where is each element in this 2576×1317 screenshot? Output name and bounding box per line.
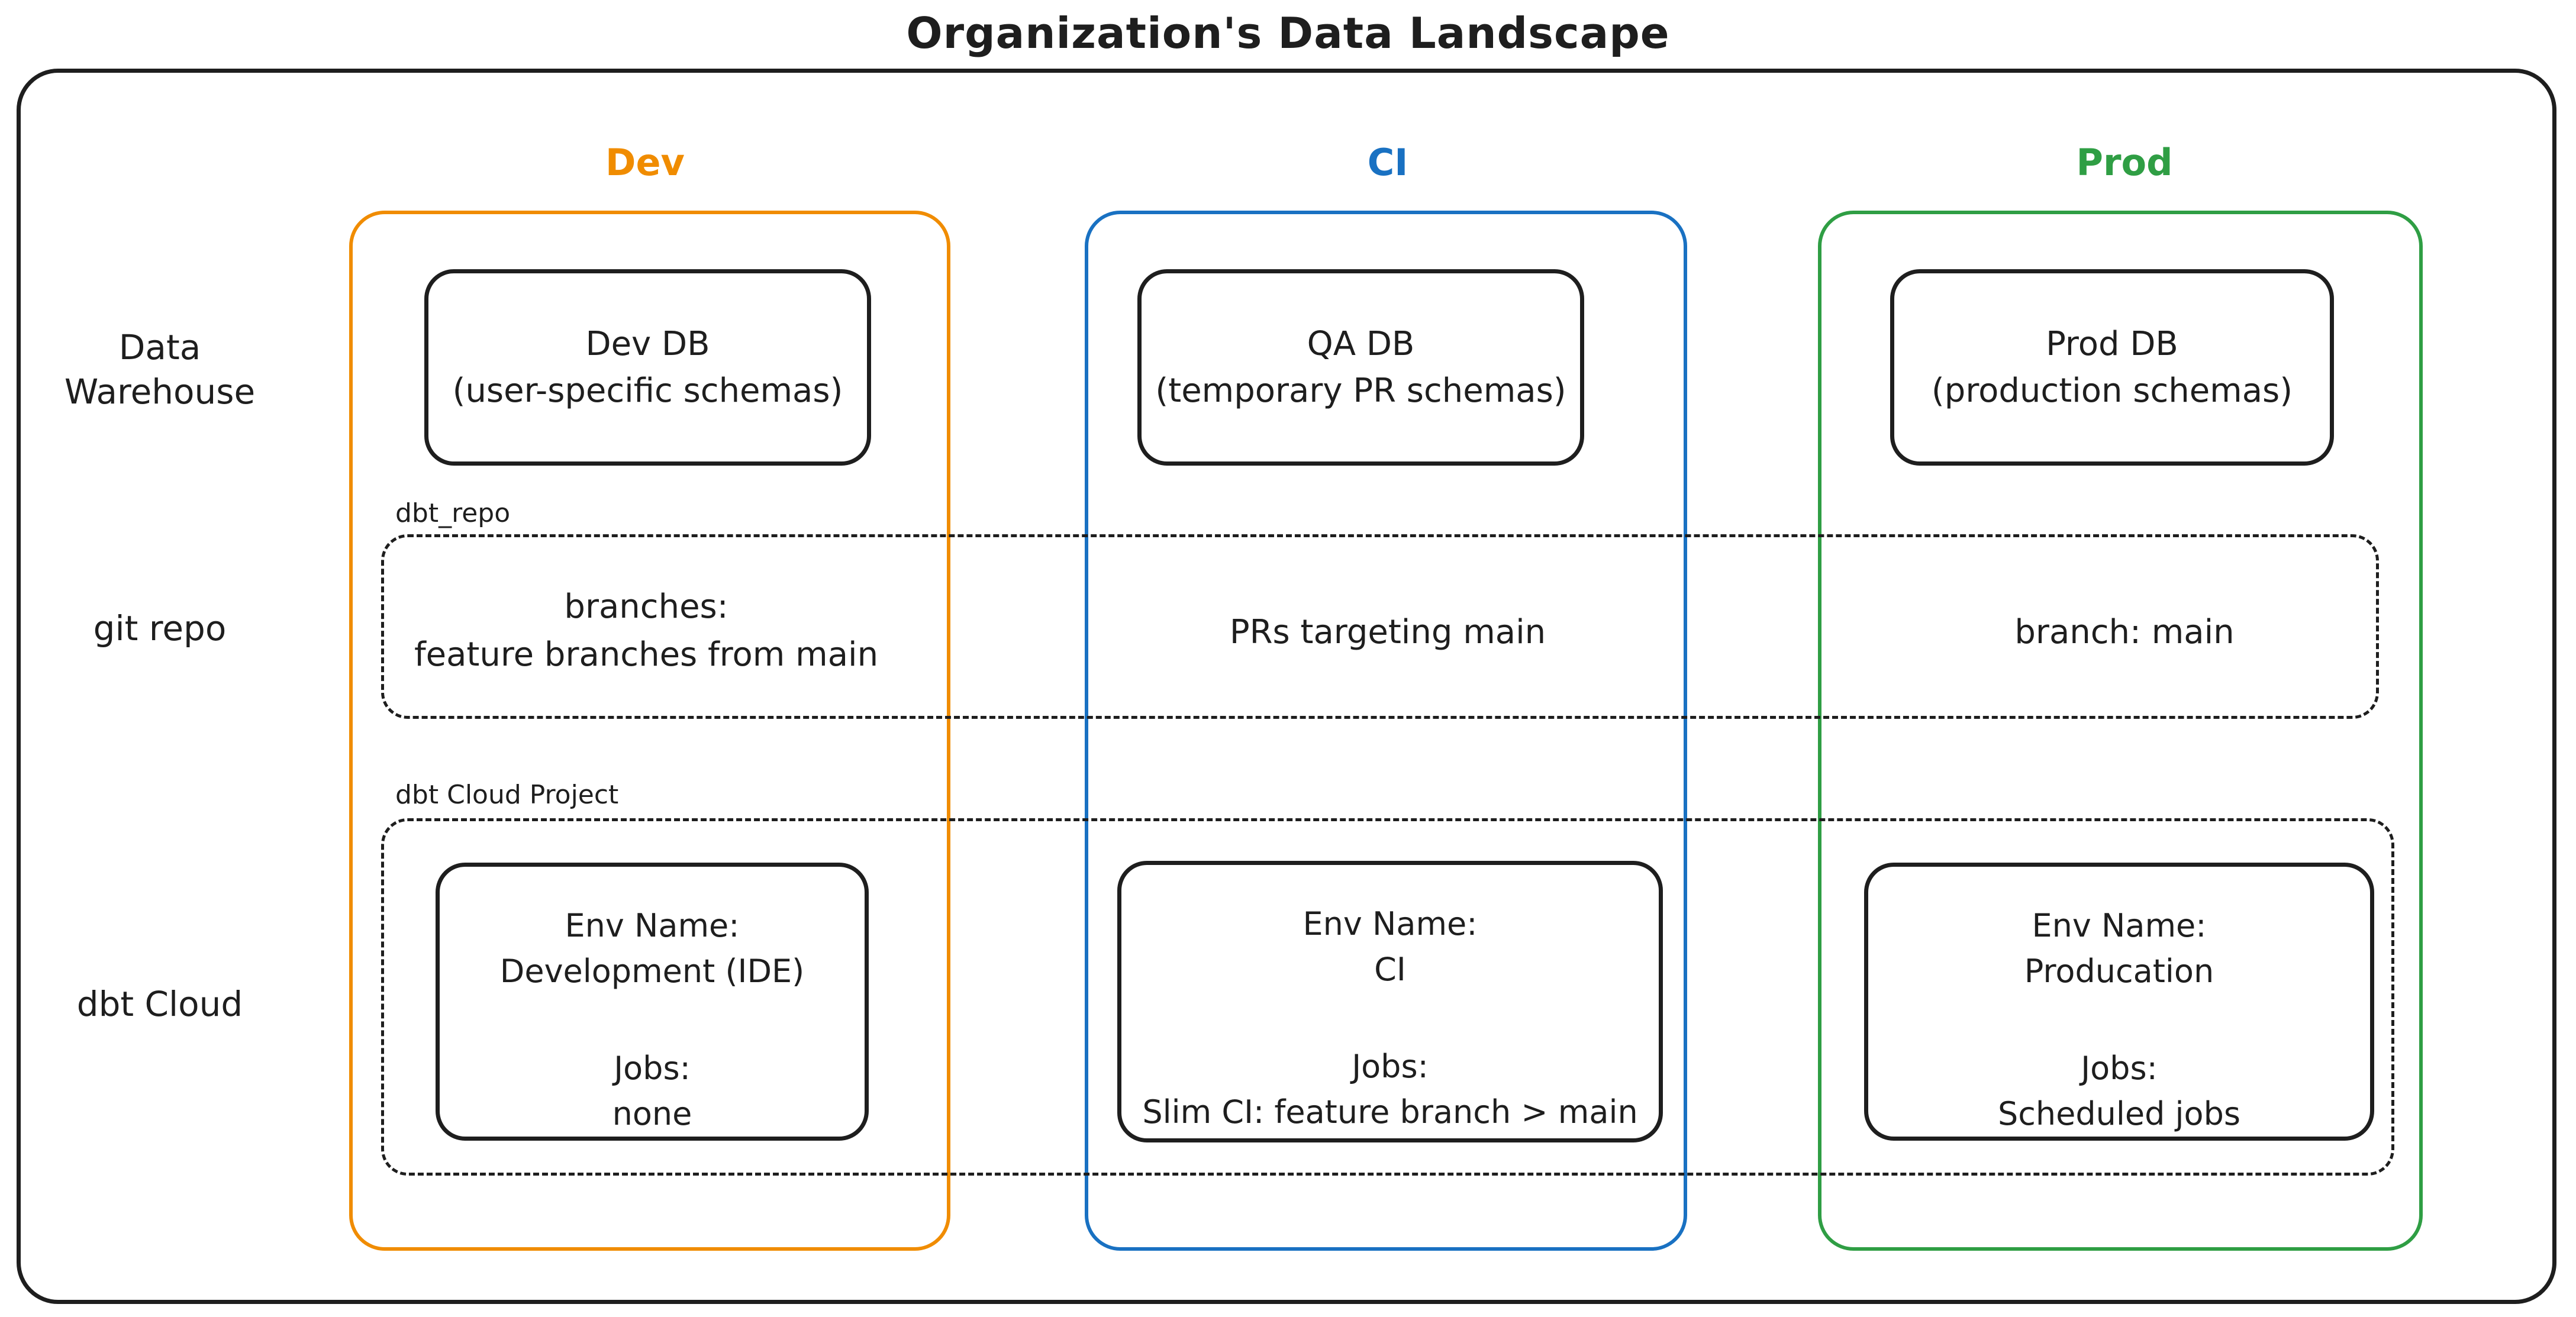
prod-env-name-label: Env Name: xyxy=(2032,907,2207,944)
diagram-title: Organization's Data Landscape xyxy=(906,8,1670,58)
column-header-prod: Prod xyxy=(2076,141,2173,184)
dev-env-name-label: Env Name: xyxy=(565,907,740,944)
prod-db-box: Prod DB (production schemas) xyxy=(1890,269,2334,466)
ci-jobs-group: Jobs: Slim CI: feature branch > main xyxy=(1142,1044,1637,1135)
ci-env-name-group: Env Name: CI xyxy=(1303,902,1478,992)
prod-environment-box: Env Name: Producation Jobs: Scheduled jo… xyxy=(1864,863,2374,1141)
dev-jobs-group: Jobs: none xyxy=(612,1046,692,1137)
git-repo-dev-branches-line1: branches: xyxy=(564,588,728,626)
dev-environment-box: Env Name: Development (IDE) Jobs: none xyxy=(436,863,869,1141)
git-repo-ci-prs: PRs targeting main xyxy=(1229,613,1546,651)
ci-environment-box: Env Name: CI Jobs: Slim CI: feature bran… xyxy=(1117,861,1663,1142)
dbt-cloud-project-dashed-box xyxy=(381,818,2394,1176)
ci-jobs-value: Slim CI: feature branch > main xyxy=(1142,1093,1638,1131)
dev-db-title: Dev DB xyxy=(585,325,710,363)
landscape-frame xyxy=(17,69,2556,1304)
row-label-data-warehouse: Data Warehouse xyxy=(64,327,256,412)
row-label-dbt-cloud: dbt Cloud xyxy=(76,984,243,1024)
dev-env-name-group: Env Name: Development (IDE) xyxy=(500,903,804,994)
dbt-cloud-project-label: dbt Cloud Project xyxy=(395,780,619,810)
column-box-ci xyxy=(1085,211,1687,1251)
git-repo-prod-branch: branch: main xyxy=(2014,613,2235,651)
dev-db-box: Dev DB (user-specific schemas) xyxy=(424,269,871,466)
qa-db-box: QA DB (temporary PR schemas) xyxy=(1137,269,1584,466)
prod-env-name-value: Producation xyxy=(2024,952,2214,990)
ci-env-name-label: Env Name: xyxy=(1302,905,1478,942)
dbt-repo-label: dbt_repo xyxy=(395,498,511,528)
prod-db-subtitle: (production schemas) xyxy=(1931,372,2293,410)
column-box-dev xyxy=(349,211,950,1251)
prod-jobs-label: Jobs: xyxy=(2081,1050,2158,1087)
column-header-ci: CI xyxy=(1367,141,1408,184)
dev-db-subtitle: (user-specific schemas) xyxy=(452,372,843,410)
column-header-dev: Dev xyxy=(605,141,685,184)
git-repo-dashed-box xyxy=(381,534,2379,719)
git-repo-dev-branches: branches: feature branches from main xyxy=(414,583,878,679)
ci-jobs-label: Jobs: xyxy=(1352,1048,1429,1086)
dev-jobs-value: none xyxy=(612,1095,692,1133)
prod-jobs-value: Scheduled jobs xyxy=(1997,1095,2241,1133)
row-label-git-repo: git repo xyxy=(93,608,227,648)
column-box-prod xyxy=(1818,211,2423,1251)
prod-env-name-group: Env Name: Producation xyxy=(2024,903,2214,994)
git-repo-dev-branches-line2: feature branches from main xyxy=(414,635,879,674)
prod-jobs-group: Jobs: Scheduled jobs xyxy=(1998,1046,2240,1137)
dev-env-name-value: Development (IDE) xyxy=(499,952,805,990)
dev-jobs-label: Jobs: xyxy=(614,1050,691,1087)
prod-db-title: Prod DB xyxy=(2046,325,2178,363)
qa-db-subtitle: (temporary PR schemas) xyxy=(1155,372,1566,410)
ci-env-name-value: CI xyxy=(1374,950,1406,988)
qa-db-title: QA DB xyxy=(1307,325,1415,363)
